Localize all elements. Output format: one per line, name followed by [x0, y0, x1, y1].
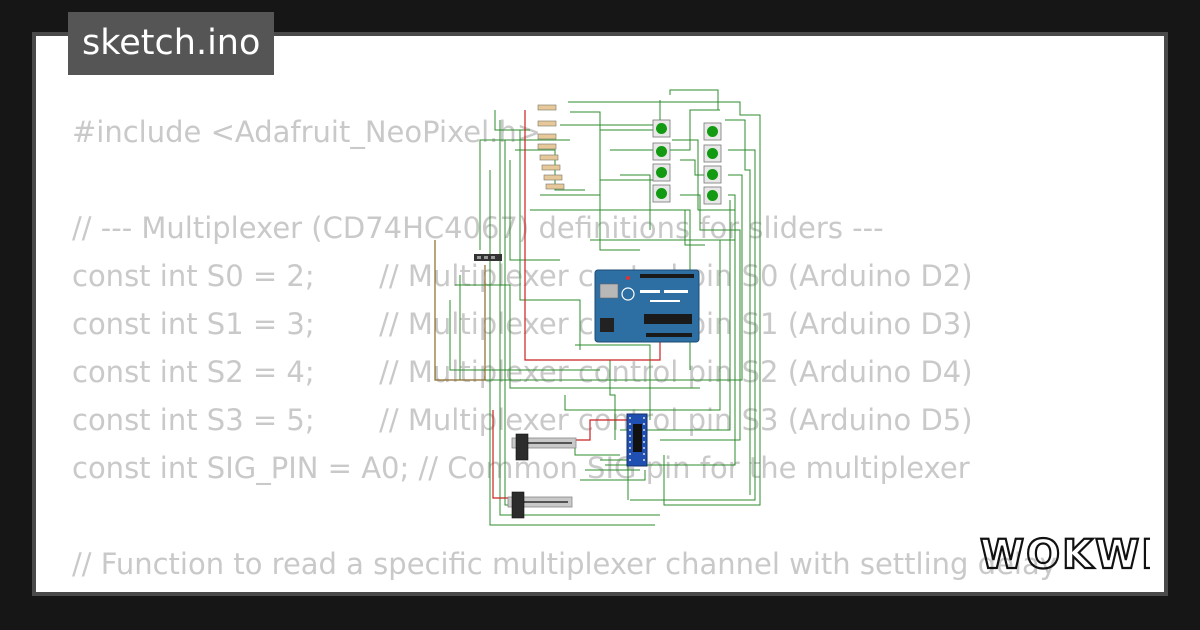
wire — [499, 120, 660, 516]
push-button — [703, 144, 722, 163]
arduino-header-top — [640, 274, 694, 278]
wire — [459, 174, 743, 381]
arduino-header-bottom — [646, 333, 692, 337]
code-line: const int S3 = 5; // Multiplexer control… — [72, 403, 973, 437]
resistor — [537, 104, 557, 111]
slide-potentiometer-2 — [507, 491, 573, 519]
wire — [620, 200, 731, 431]
wire — [669, 89, 719, 110]
push-button — [652, 184, 671, 203]
wire — [492, 410, 508, 499]
push-button — [703, 186, 722, 205]
wire — [599, 130, 640, 251]
wire — [524, 110, 661, 361]
arduino-uno — [594, 269, 700, 343]
button-cap — [707, 169, 718, 180]
wire — [684, 210, 705, 246]
push-button — [652, 163, 671, 182]
wokwi-logo-text: WOKWI — [980, 532, 1150, 576]
wires-green — [449, 89, 761, 526]
resistor — [545, 183, 565, 190]
button-cap — [707, 148, 718, 159]
wire — [660, 194, 741, 441]
wire — [455, 284, 700, 389]
wires-red — [492, 110, 661, 499]
push-button — [652, 119, 671, 138]
button-cap — [707, 190, 718, 201]
arduino-chip — [644, 314, 692, 324]
resistor — [539, 154, 559, 161]
wire — [489, 170, 655, 526]
wire — [568, 101, 761, 506]
resistor-array — [537, 104, 565, 190]
wire — [610, 109, 720, 151]
button-cap — [656, 188, 667, 199]
project-title: sketch.ino — [68, 12, 275, 75]
button-cap — [656, 123, 667, 134]
slider-knob — [515, 433, 529, 461]
wire — [575, 419, 640, 441]
wire — [509, 160, 560, 261]
wire — [620, 174, 651, 230]
wire — [570, 111, 660, 131]
wokwi-logo: WOKWI — [979, 531, 1150, 576]
wire — [725, 119, 751, 495]
arduino-usb — [599, 283, 619, 299]
neopixel-strip — [474, 254, 502, 261]
resistor — [543, 174, 563, 181]
push-button — [652, 142, 671, 161]
resistor — [537, 143, 557, 150]
code-line: #include <Adafruit_NeoPixel.h> — [72, 115, 542, 149]
button-cap — [707, 126, 718, 137]
wire — [564, 240, 721, 411]
code-line: const int SIG_PIN = A0; // Common SIG pi… — [72, 451, 970, 485]
push-button — [703, 122, 722, 141]
wire — [609, 360, 616, 440]
code-line: // --- Multiplexer (CD74HC4067) definiti… — [72, 211, 884, 245]
wire — [494, 110, 530, 131]
wire — [575, 344, 651, 420]
resistor — [537, 133, 557, 140]
wire — [580, 470, 646, 481]
push-button — [703, 165, 722, 184]
slider-knob — [511, 491, 525, 519]
cd74hc4067-multiplexer — [626, 413, 648, 467]
wire — [519, 130, 581, 350]
slide-potentiometer-1 — [511, 433, 577, 461]
resistor — [541, 164, 561, 171]
push-button-grid — [652, 119, 722, 205]
wire — [434, 240, 486, 381]
wire — [590, 239, 736, 340]
resistor — [537, 120, 557, 127]
arduino-power-jack — [600, 318, 614, 332]
button-cap — [656, 146, 667, 157]
code-line: // Function to read a specific multiplex… — [72, 547, 1057, 581]
wire — [449, 300, 600, 371]
arduino-logo — [621, 287, 635, 301]
wire — [630, 149, 756, 501]
button-cap — [656, 167, 667, 178]
wire — [574, 440, 620, 456]
wire-brown — [434, 240, 486, 381]
wire — [479, 139, 570, 250]
